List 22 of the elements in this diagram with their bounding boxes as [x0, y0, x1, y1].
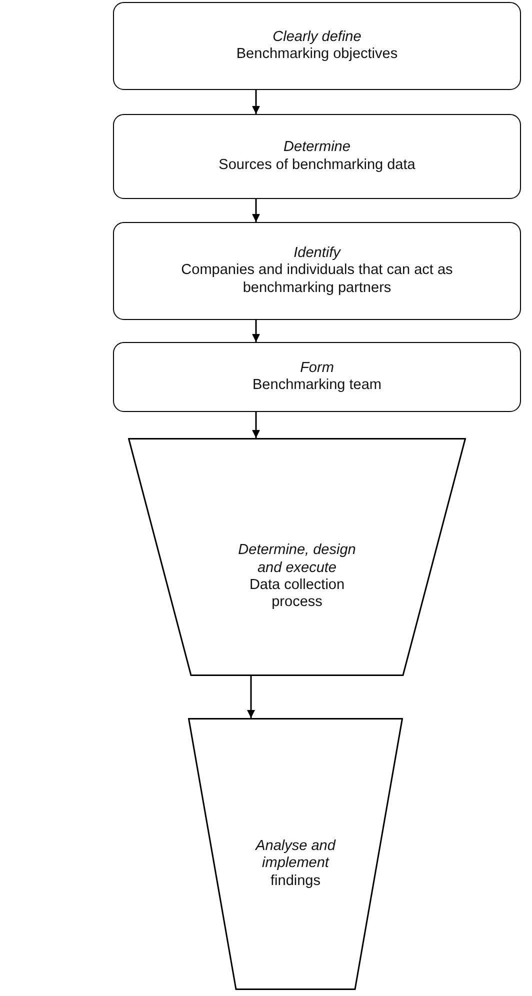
step-heading: Form	[300, 360, 334, 377]
step-heading: Clearly define	[272, 28, 362, 46]
arrow	[247, 676, 255, 718]
step-description: Benchmarking team	[252, 377, 382, 394]
arrow	[252, 90, 260, 114]
arrow	[252, 320, 260, 342]
step-description: Companies and individuals that can act as benchmarking partners	[180, 262, 454, 298]
step-heading: Identify	[294, 244, 340, 262]
step-description: Benchmarking objectives	[236, 46, 398, 64]
process-box	[113, 222, 521, 320]
step-heading: Determine, design and execute	[237, 542, 357, 577]
step-description: findings	[270, 872, 320, 890]
funnel-shape	[188, 718, 403, 990]
arrow	[252, 199, 260, 222]
step-description: Data collection process	[248, 577, 346, 612]
process-box	[113, 114, 521, 199]
arrow	[252, 412, 260, 438]
step-heading: Determine	[284, 139, 350, 156]
process-box	[113, 342, 521, 412]
step-description: Sources of benchmarking data	[218, 156, 416, 174]
process-box	[113, 2, 521, 90]
funnel-shape	[128, 438, 466, 676]
